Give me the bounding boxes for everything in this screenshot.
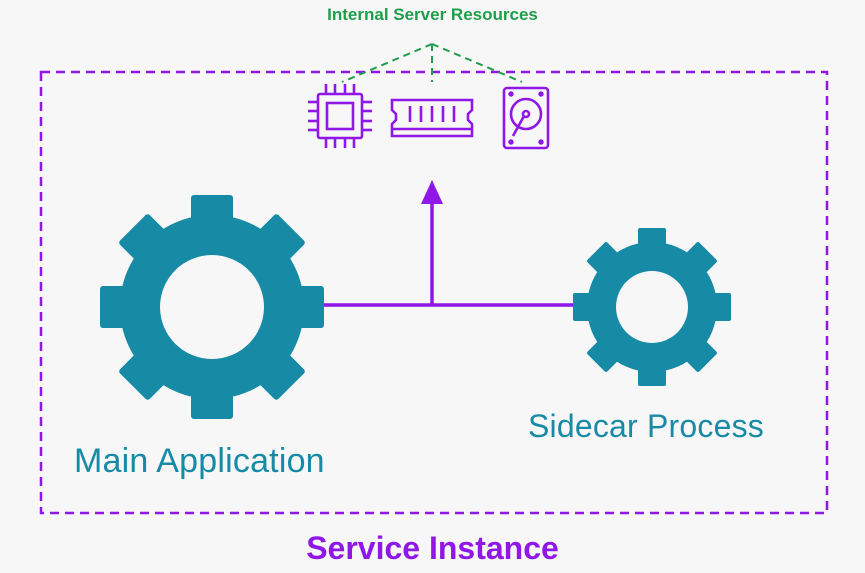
connector — [305, 202, 596, 307]
internal-server-resources-label: Internal Server Resources — [327, 5, 538, 24]
memory-ram-icon — [390, 98, 474, 138]
sidecar-process-label: Sidecar Process — [528, 408, 764, 444]
sidecar-gear-icon — [573, 228, 731, 386]
cpu-chip-icon — [308, 84, 372, 148]
service-instance-boundary — [39, 70, 829, 515]
arrow-head-icon — [421, 180, 443, 204]
main-application-label: Main Application — [74, 442, 325, 480]
hard-disk-icon — [502, 86, 550, 150]
main-application-gear-icon — [100, 195, 324, 419]
service-instance-label: Service Instance — [306, 530, 559, 566]
resources-links — [341, 43, 523, 83]
